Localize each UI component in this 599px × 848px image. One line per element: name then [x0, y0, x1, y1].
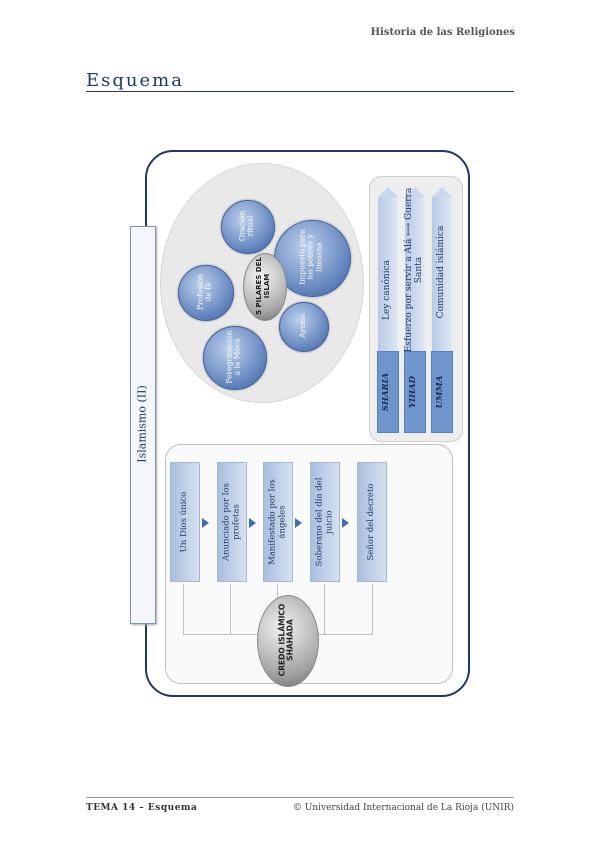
concept-band — [378, 197, 398, 367]
credo-item-label: Anunciado por los profetas — [221, 483, 241, 561]
credo-item-box — [170, 462, 200, 582]
concept-term: SHARIA — [381, 372, 392, 412]
title-rule — [86, 91, 514, 92]
concept-band-arrow — [405, 187, 425, 197]
footer-rule — [86, 797, 514, 798]
page-title: Esquema — [86, 70, 184, 91]
arrow-right-icon — [249, 518, 256, 528]
concept-definition: Ley canónica — [381, 260, 392, 320]
credo-connector-stem — [230, 584, 231, 634]
concept-term-box — [431, 351, 453, 433]
pilar-label: Peregrinación a la Meca — [224, 330, 242, 384]
footer-topic: TEMA 14 – Esquema — [86, 803, 198, 813]
diagram-title-box — [130, 226, 156, 624]
pilar-label: Ayuno — [297, 314, 307, 338]
concepts-panel — [369, 176, 463, 442]
credo-connector-stem — [183, 584, 184, 634]
credo-connector-stem — [372, 584, 373, 634]
credo-item-label: Señor del decreto — [366, 483, 377, 561]
concept-band-arrow — [378, 187, 398, 197]
pilar-label: Impuesto para los pobres y limosna — [297, 229, 324, 285]
pilar-label: Profesión de fe — [195, 274, 213, 310]
pilares-center-oval — [243, 253, 287, 321]
arrow-right-icon — [295, 518, 302, 528]
concept-term-box — [377, 351, 399, 433]
diagram-title: Islamismo (II) — [135, 385, 149, 463]
pilar-circle — [279, 302, 329, 352]
concept-definition: Esfuerzo por servir a Alá ⟷ Guerra Santa — [403, 187, 424, 353]
concept-band-arrow — [432, 187, 452, 197]
pilar-circle — [221, 200, 275, 254]
pilares-center-label: 5 PILARES DEL ISLAM — [255, 257, 271, 315]
arrow-right-icon — [202, 518, 209, 528]
concept-band — [405, 197, 425, 367]
concept-definition: Comunidad islámica — [435, 225, 446, 319]
credo-item-box — [310, 462, 340, 582]
credo-item-label: Soberano del día del juicio — [314, 477, 334, 567]
credo-item-box — [263, 462, 293, 582]
pilar-label: Oración ritual — [237, 210, 255, 242]
concept-term: UMMA — [435, 375, 446, 409]
concept-band — [432, 197, 452, 367]
credo-oval — [257, 595, 319, 687]
concept-term-box — [404, 351, 426, 433]
pilar-circle — [178, 265, 234, 321]
credo-item-box — [357, 462, 387, 582]
pilar-circle — [203, 326, 267, 390]
credo-connector-stem — [324, 584, 325, 634]
running-header: Historia de las Religiones — [370, 27, 515, 38]
credo-item-label: Manifestado por los ángeles — [267, 479, 287, 565]
footer-copyright: © Universidad Internacional de La Rioja … — [292, 803, 514, 813]
concept-term: YIHAD — [408, 375, 419, 409]
credo-panel — [165, 444, 453, 684]
arrow-right-icon — [342, 518, 349, 528]
credo-item-box — [217, 462, 247, 582]
credo-label: CREDO ISLÁMICO SHAHADA — [277, 603, 295, 677]
credo-item-label: Un Dios único — [179, 491, 190, 553]
